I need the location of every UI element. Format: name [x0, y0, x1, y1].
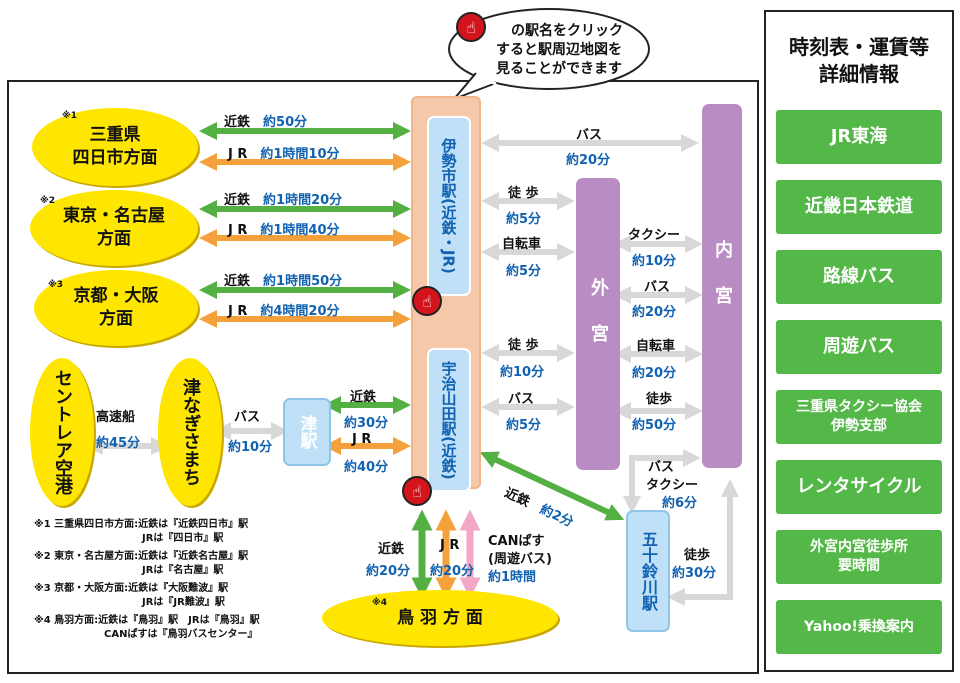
naiku-station[interactable]: 内宮 [702, 104, 742, 468]
tokyo-origin: 東京・名古屋 方面 [30, 190, 198, 266]
kyoto-origin: 京都・大阪 方面 [34, 270, 198, 346]
isuzu-naiku-walk-time: 約30分 [672, 566, 717, 581]
rent-a-cycle-button[interactable]: レンタサイクル [776, 460, 942, 514]
uji-geku-bus-time: 約5分 [506, 418, 542, 433]
ise-station[interactable]: 伊勢市駅(近鉄・JR) [427, 116, 471, 296]
kyoto-jr-label: J R 約4時間20分 [228, 304, 340, 319]
uji-isuzu-kintetsu-arrow [479, 451, 625, 521]
geku-naiku-taxi-time: 約10分 [632, 254, 677, 269]
ship-time: 約45分 [96, 436, 141, 451]
ise-geku-bike-label: 自転車 [502, 237, 542, 252]
geku-naiku-walk-time: 約50分 [632, 418, 677, 433]
tokyo-note: ※2 [40, 196, 56, 206]
detail-panel-title: 時刻表・運賃等 詳細情報 [789, 35, 929, 86]
tsu-jr-label: J R [352, 432, 372, 447]
taxi-association-button[interactable]: 三重県タクシー協会伊勢支部 [776, 390, 942, 444]
jr-tokai-button[interactable]: JR東海 [776, 110, 942, 164]
geku-station[interactable]: 外宮 [576, 178, 620, 470]
yahoo-transit-button[interactable]: Yahoo!乗換案内 [776, 600, 942, 654]
tsunagi-origin: 津なぎさまち [158, 358, 222, 506]
ise-naiku-bus-label: バス [576, 128, 603, 143]
mie-origin: 三重県 四日市方面 [32, 108, 198, 186]
kintetsu-button[interactable]: 近畿日本鉄道 [776, 180, 942, 234]
geku-naiku-taxi-label: タクシー [628, 228, 681, 243]
toba-can-time: 約1時間 [488, 570, 537, 585]
uji-geku-bus-label: バス [508, 392, 535, 407]
tsu-station[interactable]: 津駅 [283, 398, 331, 466]
uji-geku-walk-label: 徒 歩 [508, 338, 539, 353]
toba-can-sub-label: (周遊バス) [488, 552, 552, 567]
geku-naiku-bus-label: バス [644, 280, 671, 295]
isuzu-naiku-bus-arrow [623, 449, 701, 514]
ise-naiku-bus-time: 約20分 [566, 153, 611, 168]
tokyo-kintetsu-label: 近鉄 約1時間20分 [224, 193, 343, 208]
centrair-origin: セントレア空港 [30, 358, 94, 506]
uji-click-hand-icon[interactable]: ☝ [402, 476, 432, 506]
uji-geku-walk-time: 約10分 [500, 365, 545, 380]
mie-kintetsu-label: 近鉄 約50分 [224, 115, 308, 130]
isuzu-naiku-walk-arrow [667, 479, 739, 606]
tokyo-jr-label: J R 約1時間40分 [228, 223, 340, 238]
route-bus-button[interactable]: 路線バス [776, 250, 942, 304]
geku-naiku-bus-time: 約20分 [632, 305, 677, 320]
tsu-bus-label: バス [234, 410, 261, 425]
isuzu-naiku-bus-label: バス [648, 460, 675, 475]
geku-naiku-bike-label: 自転車 [636, 339, 676, 354]
walking-time-button[interactable]: 外宮内宮徒歩所要時間 [776, 530, 942, 584]
isuzu-station[interactable]: 五十鈴川駅 [626, 510, 670, 632]
tsu-kintetsu-label: 近鉄 [350, 390, 377, 405]
toba-note: ※4 [372, 598, 388, 608]
toba-kintetsu-time: 約20分 [366, 564, 411, 579]
ise-geku-walk-time: 約5分 [506, 212, 542, 227]
toba-kintetsu-label: 近鉄 [378, 542, 405, 557]
mie-jr-label: J R 約1時間10分 [228, 147, 340, 162]
ship-label: 高速船 [96, 410, 136, 425]
tsu-kintetsu-time: 約30分 [344, 416, 389, 431]
speech-bubble [448, 8, 650, 100]
geku-naiku-walk-label: 徒歩 [646, 392, 673, 407]
ise-geku-walk-label: 徒 歩 [508, 186, 539, 201]
click-hand-icon: ☝ [456, 12, 486, 42]
kyoto-note: ※3 [48, 280, 64, 290]
geku-naiku-bike-time: 約20分 [632, 366, 677, 381]
toba-jr-time: 約20分 [430, 564, 475, 579]
uji-station[interactable]: 宇治山田駅(近鉄) [427, 348, 471, 492]
mie-note: ※1 [62, 111, 78, 121]
isuzu-naiku-walk-label: 徒歩 [684, 548, 711, 563]
isuzu-naiku-taxi-label: タクシー [646, 478, 699, 493]
toba-jr-label: J R [440, 538, 460, 553]
kyoto-kintetsu-label: 近鉄 約1時間50分 [224, 274, 343, 289]
toba-can-label: CANぱす [488, 534, 545, 549]
bubble-text: の駅名をクリック すると駅周辺地図を 見ることができます [496, 23, 623, 77]
tsu-jr-time: 約40分 [344, 460, 389, 475]
loop-bus-button[interactable]: 周遊バス [776, 320, 942, 374]
tsu-bus-time: 約10分 [228, 440, 273, 455]
ise-geku-bike-time: 約5分 [506, 264, 542, 279]
toba-origin: 鳥 羽 方 面 [322, 590, 558, 646]
isuzu-naiku-bustaxi-time: 約6分 [662, 496, 698, 511]
ise-click-hand-icon[interactable]: ☝ [412, 286, 442, 316]
